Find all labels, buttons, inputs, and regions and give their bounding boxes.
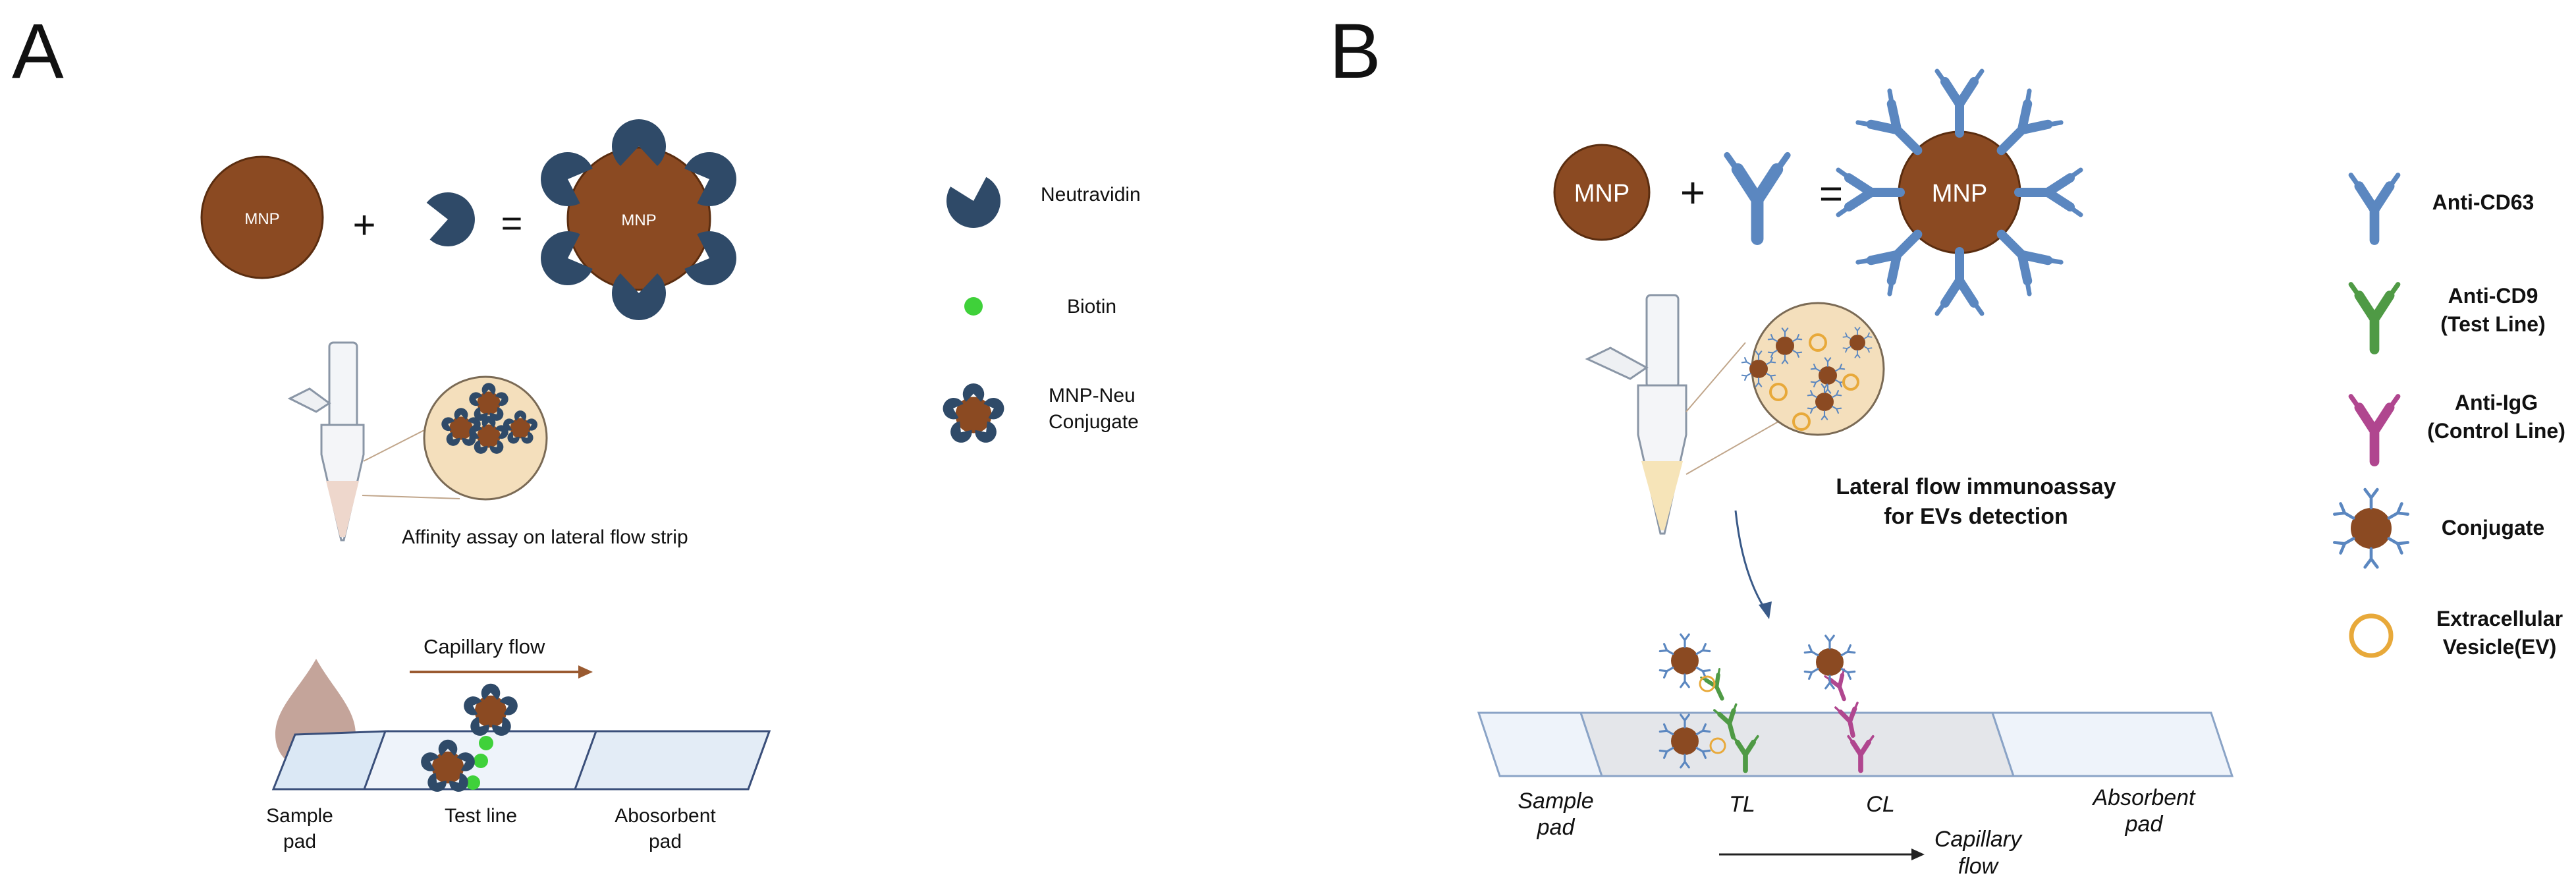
legend-conjugate-label: Conjugate — [2442, 516, 2544, 540]
legend-biotin-label: Biotin — [1067, 296, 1116, 318]
legend-anti-igg-line2: (Control Line) — [2427, 419, 2565, 443]
sample-pad-label-b-line1: Sample — [1518, 789, 1593, 814]
lfa-title-line1: Lateral flow immunoassay — [1836, 474, 2116, 499]
strip-membrane-b — [1579, 711, 2015, 777]
vesicle-ring-icon — [1769, 383, 1788, 401]
absorbent-pad-label-b-line2: pad — [2125, 812, 2164, 837]
mnp-label: MNP — [244, 210, 279, 228]
legend-anti-igg-line1: Anti-IgG — [2455, 391, 2538, 414]
legend-vesicle-ring-icon — [2349, 613, 2394, 658]
absorbent-pad-label-line2: pad — [649, 831, 682, 852]
vesicle-ring-icon — [1809, 333, 1827, 352]
mnp-neutravidin-conjugate-icon — [533, 119, 744, 320]
legend-ev-line1: Extracellular — [2436, 607, 2563, 630]
absorbent-pad-label-line1: Abosorbent — [615, 805, 716, 827]
legend-anti-cd9-line2: (Test Line) — [2440, 312, 2545, 336]
legend-anti-cd63-icon — [2351, 175, 2398, 240]
neutravidin-pacman-icon — [425, 190, 478, 248]
curved-arrow — [1734, 510, 1767, 610]
legend-conjugate-line2: Conjugate — [1049, 411, 1139, 433]
sample-pad-label-line1: Sample — [266, 805, 333, 827]
conjugate-mnp-label: MNP — [621, 211, 656, 229]
curved-arrow-head — [1759, 601, 1772, 619]
magnifier-line-top — [1685, 342, 1746, 412]
absorbent-pad-b — [1990, 711, 2234, 777]
magnifier-line-bottom — [362, 495, 460, 499]
capillary-arrow-head-b — [1911, 848, 1925, 860]
panel-b-letter: B — [1329, 8, 1381, 95]
vesicle-ring-icon — [1792, 412, 1811, 431]
biotin-dot-icon — [474, 754, 488, 768]
cl-label: CL — [1866, 792, 1894, 817]
mnp-sphere-icon — [200, 155, 324, 279]
capillary-flow-label-b-line2: flow — [1958, 854, 2000, 879]
capillary-arrow-head — [578, 665, 593, 679]
legend-anti-igg-icon — [2351, 397, 2398, 462]
equals-sign-b: = — [1819, 171, 1843, 217]
antibody-y-shape-icon — [1727, 155, 1788, 239]
magnifier-circle — [1751, 302, 1885, 436]
eppendorf-tube-icon — [287, 341, 365, 542]
mnp-sphere-icon — [1553, 144, 1651, 241]
conjugate-mnp-label-b: MNP — [1932, 180, 1987, 208]
vesicle-ring-icon — [1709, 737, 1726, 754]
mnp-label-b: MNP — [1574, 180, 1630, 208]
legend-neutravidin-label: Neutravidin — [1041, 184, 1141, 206]
magnifier-line-bottom — [1685, 421, 1779, 475]
vesicle-ring-icon — [1842, 374, 1859, 391]
biotin-dot-icon — [466, 775, 480, 790]
plus-sign: + — [352, 203, 375, 247]
equals-sign: = — [501, 202, 523, 244]
legend-ev-line2: Vesicle(EV) — [2443, 635, 2557, 659]
legend-neutravidin-icon — [942, 175, 1007, 235]
plus-sign-b: + — [1680, 168, 1706, 217]
mnp-antibody-conjugate-icon — [1838, 71, 2081, 314]
legend-biotin-icon — [964, 297, 983, 316]
legend-anti-cd63-label: Anti-CD63 — [2432, 190, 2535, 214]
assay-label: Affinity assay on lateral flow strip — [402, 526, 688, 548]
legend-conjugate-line1: MNP-Neu — [1049, 385, 1136, 406]
tl-label: TL — [1729, 792, 1755, 817]
absorbent-pad-a — [573, 730, 771, 791]
magnifier-line-top — [363, 428, 429, 462]
biotin-dot-icon — [479, 736, 493, 750]
test-line-label: Test line — [445, 805, 517, 827]
sample-pad-label-b-line2: pad — [1537, 815, 1576, 840]
lfa-title-line2: for EVs detection — [1884, 504, 2068, 529]
legend-conjugate-icon — [2334, 489, 2407, 567]
legend-conjugate-icon — [940, 383, 1006, 447]
eppendorf-tube-icon — [1585, 294, 1687, 535]
bound-conjugate-icon — [1805, 636, 1854, 688]
vesicle-ring-icon — [1699, 675, 1716, 692]
legend-anti-cd9-icon — [2351, 285, 2398, 350]
sample-pad-label-line2: pad — [283, 831, 316, 852]
capillary-flow-label-b-line1: Capillary — [1934, 827, 2023, 852]
absorbent-pad-label-b-line1: Absorbent — [2092, 785, 2197, 810]
capillary-flow-label: Capillary flow — [424, 635, 545, 658]
legend-anti-cd9-line1: Anti-CD9 — [2448, 284, 2538, 308]
panel-a-letter: A — [12, 8, 64, 95]
